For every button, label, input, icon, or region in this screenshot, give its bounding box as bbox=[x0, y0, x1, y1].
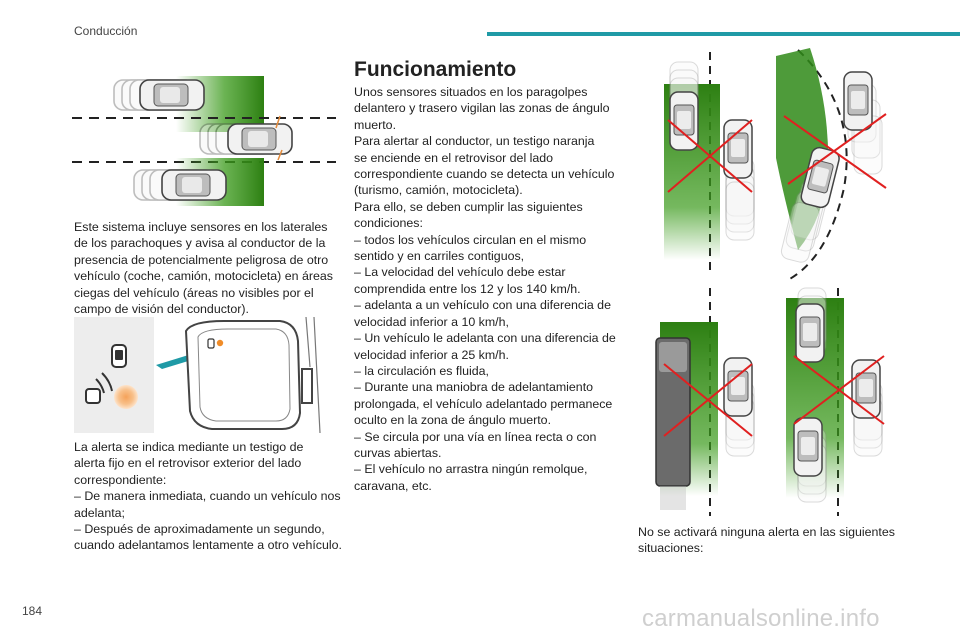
text-line: – la circulación es fluida, bbox=[354, 363, 489, 378]
text-line: curvas abiertas. bbox=[354, 445, 442, 460]
text-line: delantero y trasero vigilan las zonas de… bbox=[354, 101, 610, 116]
text-line: Unos sensores situados en los paragolpes bbox=[354, 85, 588, 99]
text-line: – De manera inmediata, cuando un vehícul… bbox=[74, 489, 341, 504]
alert-paragraph: La alerta se indica mediante un testigo … bbox=[74, 439, 350, 554]
text-line: comprendida entre los 12 y los 140 km/h. bbox=[354, 281, 581, 296]
text-line: se enciende en el retrovisor del lado bbox=[354, 150, 554, 165]
text-line: velocidad inferior a 25 km/h. bbox=[354, 347, 509, 362]
page-number: 184 bbox=[22, 604, 43, 618]
text-line: campo de visión del conductor). bbox=[74, 302, 249, 317]
no-alert-paragraph: No se activará ninguna alerta en las sig… bbox=[638, 524, 908, 557]
text-line: ciegas del vehículo (áreas no visibles p… bbox=[74, 285, 314, 300]
text-line: – Durante una maniobra de adelantamiento bbox=[354, 380, 594, 395]
blind-spot-warning-icon bbox=[85, 344, 138, 409]
mirror-warning-figure bbox=[74, 317, 321, 433]
text-line: Para alertar al conductor, un testigo na… bbox=[354, 134, 595, 149]
text-line: muerto. bbox=[354, 117, 397, 132]
text-line: sentido y en carriles contiguos, bbox=[354, 249, 525, 264]
blind-spot-lanes-figure bbox=[72, 76, 336, 206]
text-line: velocidad inferior a 10 km/h, bbox=[354, 314, 509, 329]
text-line: – Un vehículo le adelanta con una difere… bbox=[354, 331, 616, 346]
section-heading: Funcionamiento bbox=[354, 58, 517, 81]
text-line: – Después de aproximadamente un segundo, bbox=[74, 522, 325, 537]
text-line: Para ello, se deben cumplir las siguient… bbox=[354, 199, 583, 214]
no-alert-scenarios-figure bbox=[655, 48, 887, 516]
text-line: prolongada, el vehículo adelantado perma… bbox=[354, 396, 613, 411]
text-line: – Se circula por una vía en línea recta … bbox=[354, 429, 597, 444]
text-line: vehículo (coche, camión, motocicleta) en… bbox=[74, 269, 333, 284]
header-accent-bar bbox=[487, 32, 960, 36]
text-line: No se activará ninguna alerta en las sig… bbox=[638, 525, 895, 539]
text-line: presencia de potencialmente peligrosa de… bbox=[74, 252, 329, 267]
text-line: oculto en la zona de ángulo muerto. bbox=[354, 413, 552, 428]
text-line: situaciones: bbox=[638, 541, 704, 556]
text-line: – todos los vehículos circulan en el mis… bbox=[354, 232, 587, 247]
watermark: carmanualsonline.info bbox=[642, 605, 880, 632]
text-line: – La velocidad del vehículo debe estar bbox=[354, 265, 566, 280]
operation-paragraph: Unos sensores situados en los paragolpes… bbox=[354, 84, 624, 494]
intro-paragraph: Este sistema incluye sensores en los lat… bbox=[74, 219, 344, 317]
section-title: Conducción bbox=[74, 24, 138, 38]
text-line: – adelanta a un vehículo con una diferen… bbox=[354, 298, 611, 313]
text-line: correspondiente cuando se detecta un veh… bbox=[354, 167, 615, 182]
text-line: de los parachoques y avisa al conductor … bbox=[74, 236, 326, 251]
text-line: – El vehículo no arrastra ningún remolqu… bbox=[354, 462, 588, 477]
text-line: caravana, etc. bbox=[354, 478, 432, 493]
text-line: condiciones: bbox=[354, 216, 423, 231]
text-line: Este sistema incluye sensores en los lat… bbox=[74, 220, 328, 234]
text-line: (turismo, camión, motocicleta). bbox=[354, 183, 523, 198]
text-line: correspondiente: bbox=[74, 472, 167, 487]
text-line: adelanta; bbox=[74, 505, 125, 520]
text-line: La alerta se indica mediante un testigo … bbox=[74, 440, 304, 454]
text-line: alerta fijo en el retrovisor exterior de… bbox=[74, 456, 302, 471]
text-line: cuando adelantamos lentamente a otro veh… bbox=[74, 538, 342, 553]
